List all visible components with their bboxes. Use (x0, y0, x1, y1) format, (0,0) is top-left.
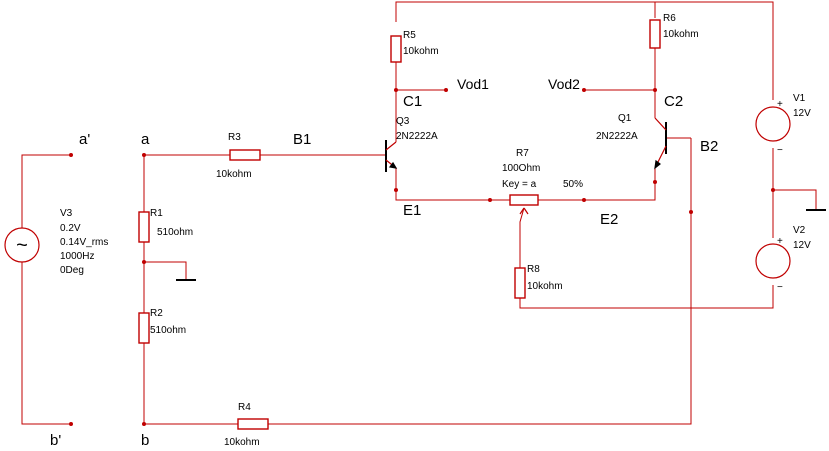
wire-wiper-r8 (519, 207, 525, 268)
node-a: a (141, 131, 150, 148)
node-vod2: Vod2 (548, 76, 580, 92)
r5-name: R5 (403, 30, 416, 41)
r8-value: 10kohm (527, 281, 563, 292)
source-v2[interactable] (755, 243, 791, 279)
wire-r7-e2 (538, 168, 656, 201)
wire-v3-top (21, 154, 71, 228)
q3-name: Q3 (396, 116, 410, 127)
resistor-r4[interactable] (237, 418, 269, 430)
junction-a-prime (69, 153, 73, 157)
wire-top-rail (395, 1, 774, 100)
junction-e1 (394, 188, 398, 192)
r8-name: R8 (527, 264, 540, 275)
junction-a (142, 153, 146, 157)
r2-value: 510ohm (150, 325, 186, 336)
source-v1[interactable] (755, 106, 791, 142)
junction-r7-right (582, 198, 586, 202)
r4-name: R4 (238, 402, 251, 413)
transistor-q1[interactable] (654, 117, 667, 170)
q1-name: Q1 (618, 113, 632, 124)
junctions (69, 88, 775, 426)
node-c2: C2 (664, 93, 683, 110)
resistor-r2[interactable] (138, 312, 150, 344)
r3-value: 10kohm (216, 169, 252, 180)
v1-value: 12V (793, 108, 811, 119)
junction-b-prime (69, 422, 73, 426)
junction-e2 (653, 180, 657, 184)
r2-name: R2 (150, 308, 163, 319)
potentiometer-r7[interactable] (509, 194, 539, 206)
node-b2: B2 (700, 138, 718, 155)
junction-mid (142, 260, 146, 264)
r6-value: 10kohm (663, 29, 699, 40)
v1-plus: + (777, 99, 783, 110)
potentiometer-r7-arrow (519, 207, 529, 215)
node-b: b (141, 432, 149, 449)
resistor-r6[interactable] (649, 19, 661, 49)
r7-key: Key = a (502, 179, 537, 190)
r7-name: R7 (516, 148, 529, 159)
wire-r4-b2 (268, 138, 692, 425)
junction-r7-left (488, 198, 492, 202)
v2-value: 12V (793, 240, 811, 251)
source-v3[interactable] (4, 227, 40, 263)
v1-minus: − (777, 145, 783, 156)
junction-c1 (394, 88, 398, 92)
v2-minus: − (777, 282, 783, 293)
junction-vod2 (582, 88, 586, 92)
node-b-prime: b' (50, 432, 61, 449)
wire-r8-rail (519, 285, 774, 309)
r7-value: 100Ohm (502, 163, 540, 174)
node-b1: B1 (293, 131, 311, 148)
junction-b (142, 422, 146, 426)
v3-name: V3 (60, 208, 73, 219)
node-e1: E1 (403, 202, 421, 219)
junction-vod1 (444, 88, 448, 92)
resistor-r5[interactable] (390, 35, 402, 63)
node-c1: C1 (403, 93, 422, 110)
r1-name: R1 (150, 208, 163, 219)
wire-v3-bottom (21, 262, 71, 425)
transistor-q3[interactable] (385, 140, 398, 172)
junction-supply (771, 188, 775, 192)
wire-supply-ground (773, 189, 817, 210)
wire-midpoint-ground (144, 261, 187, 280)
node-a-prime: a' (79, 131, 90, 148)
v3-line-1: 0.2V (60, 223, 81, 234)
resistor-r8[interactable] (514, 267, 526, 299)
resistor-r1[interactable] (138, 211, 150, 243)
v2-plus: + (777, 236, 783, 247)
junction-c2 (653, 88, 657, 92)
resistor-r3[interactable] (229, 149, 261, 161)
v3-line-4: 0Deg (60, 265, 84, 276)
v1-name: V1 (793, 93, 806, 104)
q3-model: 2N2222A (396, 131, 438, 142)
v3-line-3: 1000Hz (60, 251, 94, 262)
r3-name: R3 (228, 132, 241, 143)
v2-name: V2 (793, 225, 806, 236)
tilde-icon: ~ (16, 234, 28, 256)
node-vod1: Vod1 (457, 76, 489, 92)
q1-model: 2N2222A (596, 131, 638, 142)
r5-value: 10kohm (403, 46, 439, 57)
r4-value: 10kohm (224, 437, 260, 448)
r1-value: 510ohm (157, 227, 193, 238)
wires (21, 1, 817, 425)
node-e2: E2 (600, 211, 618, 228)
r7-percent: 50% (563, 179, 583, 190)
junction-b2 (689, 210, 693, 214)
wire-e1-r7 (395, 168, 510, 201)
r6-name: R6 (663, 13, 676, 24)
v3-line-2: 0.14V_rms (60, 237, 108, 248)
